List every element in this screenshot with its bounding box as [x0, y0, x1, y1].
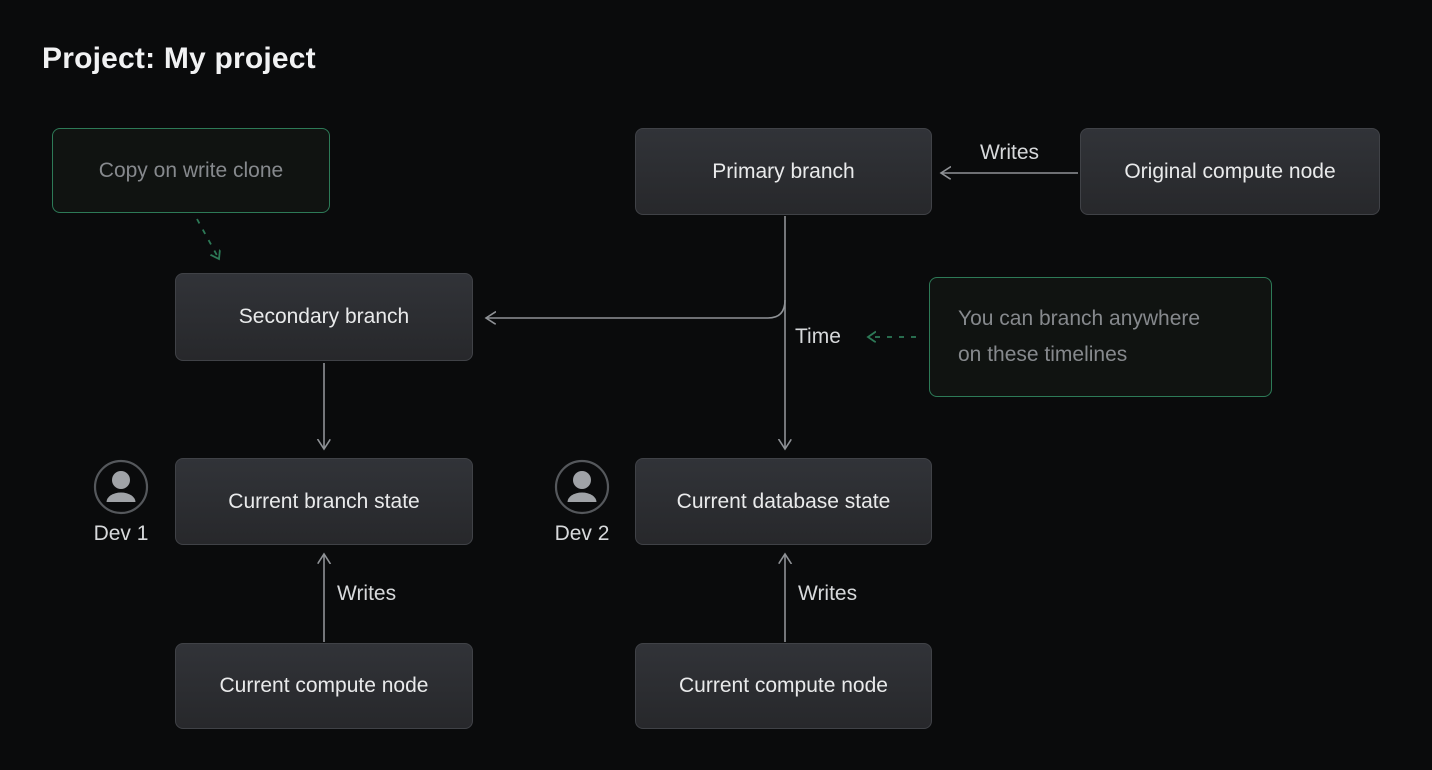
node-current-compute-left: Current compute node	[175, 643, 473, 729]
note-copy-on-write-clone-label: Copy on write clone	[98, 158, 284, 182]
node-current-compute-right-label: Current compute node	[679, 674, 888, 697]
node-secondary-branch-label: Secondary branch	[238, 305, 410, 328]
note-copy-on-write-clone: Copy on write clone	[52, 128, 330, 213]
node-current-database-state: Current database state	[635, 458, 932, 545]
node-current-compute-left-label: Current compute node	[219, 674, 429, 697]
label-writes-top: Writes	[979, 141, 1040, 164]
label-dev2: Dev 2	[554, 522, 610, 545]
note-branch-anywhere: You can branch anywhere on these timelin…	[929, 277, 1272, 397]
dev1-group: Dev 1	[88, 458, 154, 546]
label-time: Time	[795, 325, 841, 348]
label-writes-right: Writes	[798, 582, 858, 605]
page-title: Project: My project	[42, 42, 316, 75]
label-dev1: Dev 1	[93, 522, 149, 545]
node-current-branch-state-label: Current branch state	[228, 489, 420, 513]
node-current-database-state-label: Current database state	[676, 489, 891, 513]
note-line-1: You can branch anywhere	[958, 307, 1201, 330]
node-current-compute-right: Current compute node	[635, 643, 932, 729]
node-original-compute: Original compute node	[1080, 128, 1380, 215]
node-current-branch-state: Current branch state	[175, 458, 473, 545]
user-icon	[554, 459, 610, 515]
node-original-compute-label: Original compute node	[1124, 159, 1336, 183]
label-writes-left: Writes	[337, 582, 397, 605]
node-secondary-branch: Secondary branch	[175, 273, 473, 361]
dev2-group: Dev 2	[549, 458, 615, 546]
connector-clone-dashed	[196, 218, 219, 259]
connector-branch-to-secondary	[486, 299, 786, 318]
note-branch-anywhere-text: You can branch anywhere on these timelin…	[958, 301, 1200, 373]
note-line-2: on these timelines	[958, 343, 1128, 366]
user-icon	[93, 459, 149, 515]
node-primary-branch: Primary branch	[635, 128, 932, 215]
node-primary-branch-label: Primary branch	[712, 159, 855, 183]
